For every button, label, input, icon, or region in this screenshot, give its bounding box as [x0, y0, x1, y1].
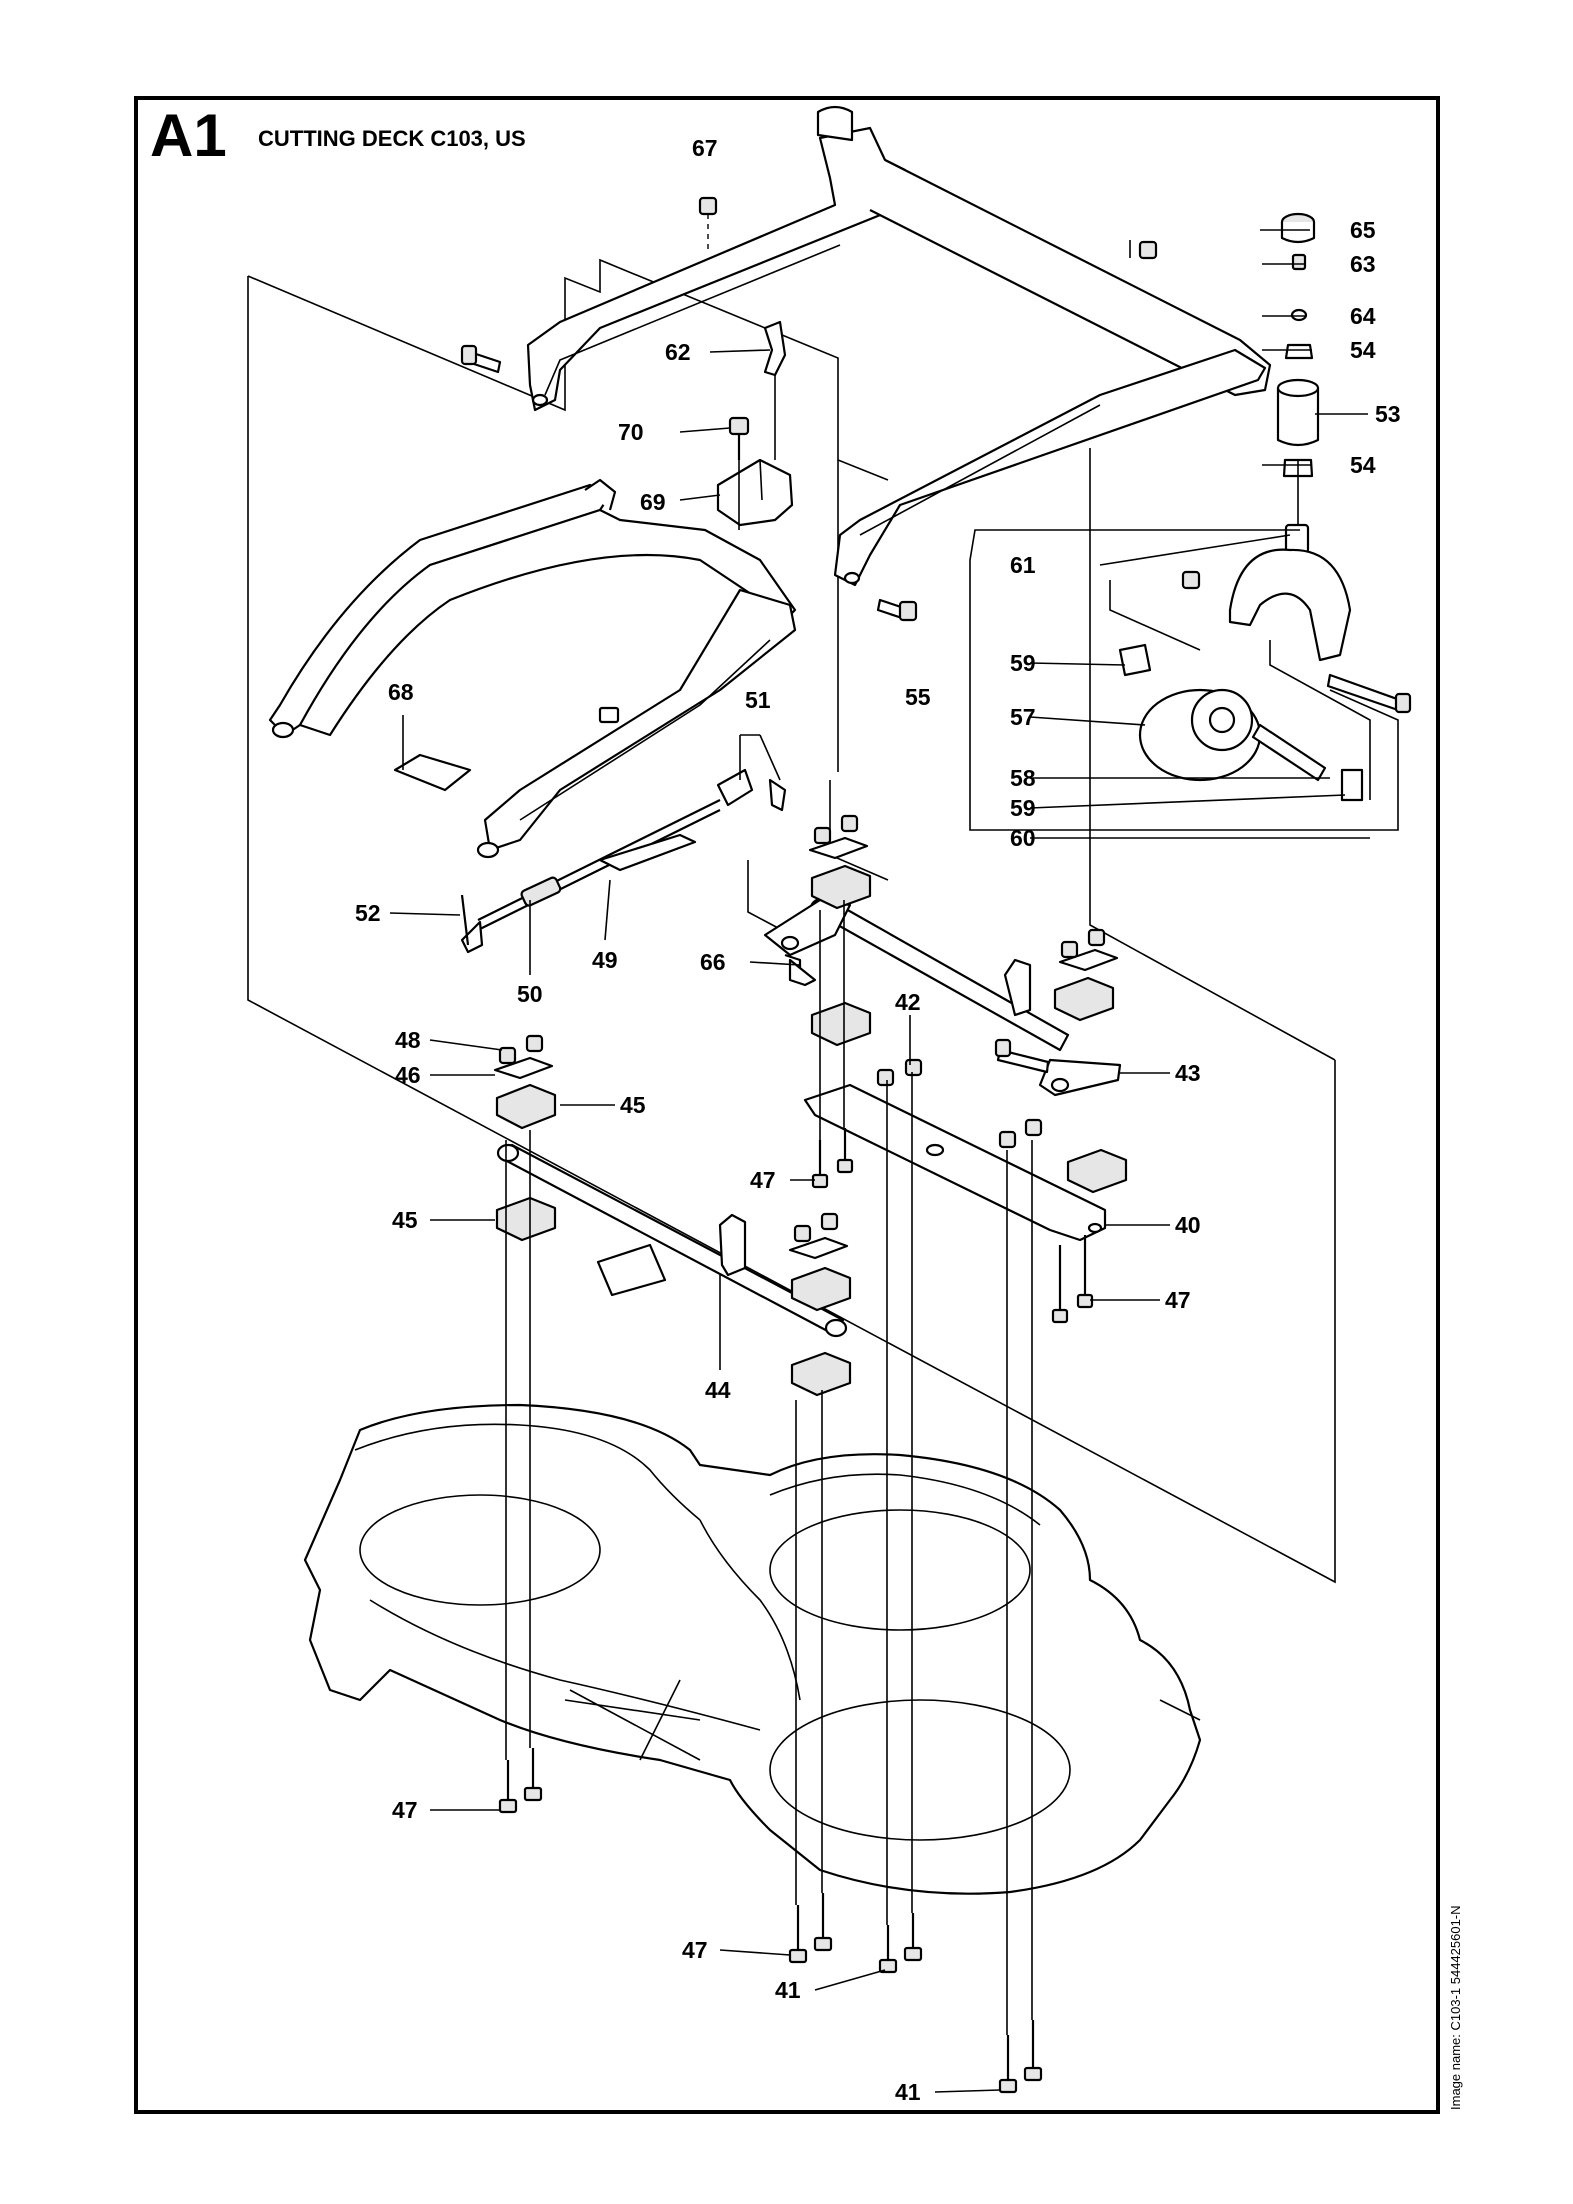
callout-45-lower: 45 [392, 1207, 418, 1233]
bolt-70 [728, 416, 750, 460]
callout-63: 63 [1350, 251, 1376, 277]
callout-59-lower: 59 [1010, 795, 1036, 821]
callout-46: 46 [395, 1062, 421, 1088]
callout-49: 49 [592, 947, 618, 973]
upper-hanger-right [833, 159, 1272, 587]
callout-57: 57 [1010, 704, 1036, 730]
callout-47-bottom: 47 [682, 1937, 708, 1963]
bearing-blocks [493, 814, 1128, 1397]
callout-41-bottom: 41 [895, 2079, 921, 2105]
callout-62: 62 [665, 339, 691, 365]
leader-lines [389, 229, 1370, 2093]
sheet-title: CUTTING DECK C103, US [258, 126, 526, 151]
hardware-top [460, 196, 1158, 622]
callout-67: 67 [692, 135, 718, 161]
lift-rod-assembly [460, 768, 787, 954]
callout-61: 61 [1010, 552, 1036, 578]
front-axle [763, 896, 1122, 1097]
callout-55: 55 [905, 684, 931, 710]
callout-58: 58 [1010, 765, 1036, 791]
callout-68: 68 [388, 679, 414, 705]
callout-41-mid: 41 [775, 1977, 801, 2003]
caster-grouping-lines [969, 529, 1399, 831]
callout-65: 65 [1350, 217, 1376, 243]
rear-axle [496, 1143, 848, 1338]
callout-40: 40 [1175, 1212, 1201, 1238]
callout-47-mid: 47 [750, 1167, 776, 1193]
callout-70: 70 [618, 419, 644, 445]
callout-45-upper: 45 [620, 1092, 646, 1118]
callout-52: 52 [355, 900, 381, 926]
callout-44: 44 [705, 1377, 731, 1403]
callout-50: 50 [517, 981, 543, 1007]
bolts-47-upper [811, 1128, 1094, 1324]
callout-51: 51 [745, 687, 771, 713]
callout-64: 64 [1350, 303, 1376, 329]
callout-66: 66 [700, 949, 726, 975]
cutting-deck [303, 1403, 1202, 1895]
callout-69: 69 [640, 489, 666, 515]
bracket-62 [763, 320, 787, 377]
bolts-below-deck [498, 1748, 1043, 2094]
assembly-lines [505, 214, 1299, 2035]
callout-54-lower: 54 [1350, 452, 1376, 478]
drawing-frame: A1 CUTTING DECK C103, US [134, 96, 1440, 2114]
callout-42: 42 [895, 989, 921, 1015]
callout-60: 60 [1010, 825, 1036, 851]
callout-labels: 67 65 63 64 54 62 53 70 54 69 61 59 68 5… [355, 135, 1401, 2105]
caster-assembly [1118, 212, 1412, 802]
callout-43: 43 [1175, 1060, 1201, 1086]
bracket-69 [716, 458, 794, 527]
callout-47-right: 47 [1165, 1287, 1191, 1313]
callout-48: 48 [395, 1027, 421, 1053]
sheet-id: A1 [150, 102, 227, 169]
lift-frame-68 [268, 478, 797, 859]
mid-bracket-40 [803, 1083, 1107, 1242]
callout-53: 53 [1375, 401, 1401, 427]
callout-47-left: 47 [392, 1797, 418, 1823]
callout-54-upper: 54 [1350, 337, 1376, 363]
callout-59-upper: 59 [1010, 650, 1036, 676]
